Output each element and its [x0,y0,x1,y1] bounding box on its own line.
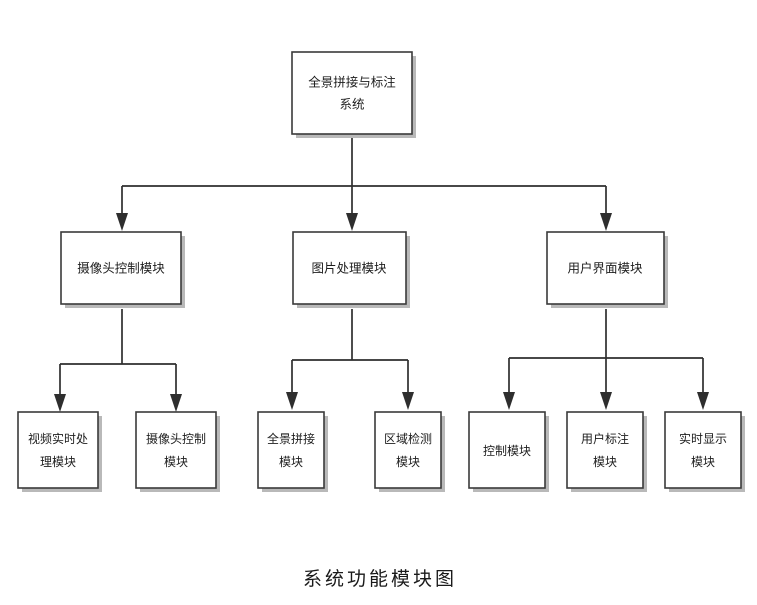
node-image-processing-module[interactable]: 图片处理模块 [292,231,410,308]
edges-root-to-level2 [116,137,612,231]
node-control-module[interactable]: 控制模块 [468,411,549,492]
level2-label-2: 图片处理模块 [311,261,387,275]
level2-box-1 [60,231,182,305]
arrowhead-ui-3 [697,392,709,410]
level2-box-3 [546,231,665,305]
level2-box-2 [292,231,407,305]
level2-label-1: 摄像头控制模块 [77,260,165,275]
leaf-box-2 [135,411,217,489]
arrowhead-image-2 [402,392,414,410]
leaf-label-4-line2: 模块 [396,455,420,469]
node-video-realtime-processing-module[interactable]: 视频实时处 理模块 [17,411,102,492]
node-camera-control-leaf-module[interactable]: 摄像头控制 模块 [135,411,220,492]
node-user-annotation-module[interactable]: 用户标注 模块 [566,411,647,492]
edges-camera-control-to-leaves [54,309,182,412]
leaf-box-6 [566,411,644,489]
node-panorama-annotation-system[interactable]: 全景拼接与标注 系统 [291,51,416,138]
root-label-line1: 全景拼接与标注 [308,74,396,89]
leaf-label-1-line1: 视频实时处 [28,431,88,446]
arrowhead-root-left [116,213,128,231]
root-label-line2: 系统 [339,97,364,111]
leaf-box-3 [257,411,325,489]
leaf-label-3-line2: 模块 [279,455,303,469]
edges-image-processing-to-leaves [286,309,414,410]
arrowhead-camera-1 [54,394,66,412]
arrowhead-image-1 [286,392,298,410]
leaf-box-1 [17,411,99,489]
leaf-label-7-line2: 模块 [691,455,715,469]
leaf-label-2-line1: 摄像头控制 [146,431,206,446]
arrowhead-ui-1 [503,392,515,410]
arrowhead-root-middle [346,213,358,231]
arrowhead-camera-2 [170,394,182,412]
node-region-detection-module[interactable]: 区域检测 模块 [374,411,445,492]
leaf-box-7 [664,411,742,489]
leaf-label-1-line2: 理模块 [40,455,76,469]
node-camera-control-module[interactable]: 摄像头控制模块 [60,231,185,308]
leaf-label-3-line1: 全景拼接 [267,431,315,446]
root-box [291,51,413,135]
diagram-caption: 系统功能模块图 [303,568,457,590]
leaf-label-6-line2: 模块 [593,455,617,469]
node-realtime-display-module[interactable]: 实时显示 模块 [664,411,745,492]
leaf-label-2-line2: 模块 [164,455,188,469]
leaf-label-5-line1: 控制模块 [483,444,531,458]
arrowhead-root-right [600,213,612,231]
leaf-box-4 [374,411,442,489]
node-user-interface-module[interactable]: 用户界面模块 [546,231,668,308]
arrowhead-ui-2 [600,392,612,410]
leaf-label-6-line1: 用户标注 [581,431,629,446]
node-panorama-stitching-module[interactable]: 全景拼接 模块 [257,411,328,492]
level2-label-3: 用户界面模块 [567,260,643,275]
leaf-label-7-line1: 实时显示 [679,431,727,446]
edges-user-interface-to-leaves [503,309,709,410]
leaf-label-4-line1: 区域检测 [384,431,432,446]
leaf-box-5 [468,411,546,489]
